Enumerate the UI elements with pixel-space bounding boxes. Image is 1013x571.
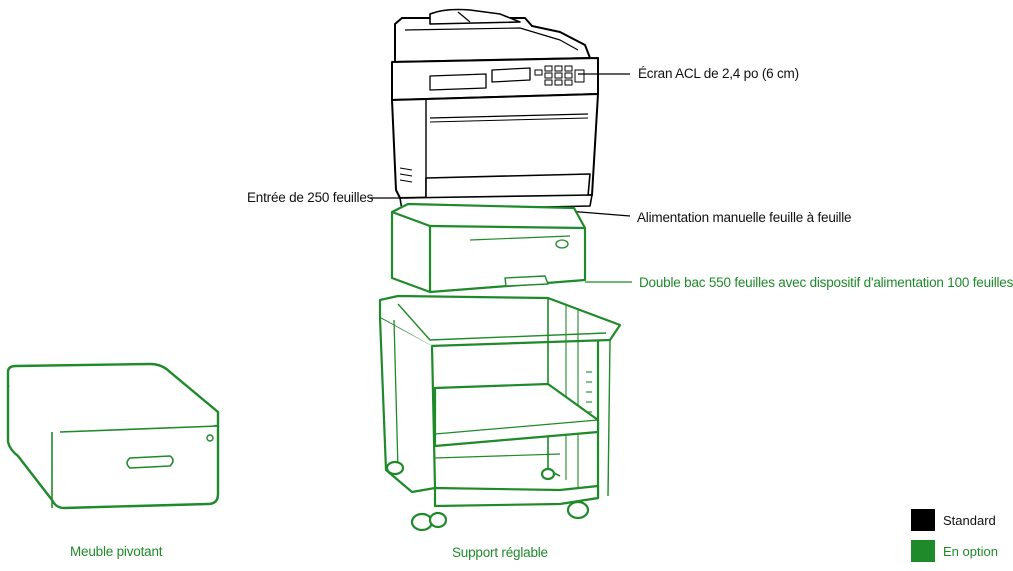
legend-item-standard: Standard [911,509,996,531]
printer [391,8,599,215]
dual-tray-550 [390,202,587,294]
adjustable-stand [378,294,622,532]
label-dual-tray: Double bac 550 feuilles avec dispositif … [639,275,1013,290]
legend-swatch-optional [911,540,935,562]
legend-label-standard: Standard [943,512,996,528]
caption-adjustable-stand: Support réglable [452,545,548,560]
label-lcd-screen: Écran ACL de 2,4 po (6 cm) [638,66,799,81]
legend-swatch-standard [911,509,935,531]
swivel-cabinet [6,362,220,510]
legend-label-optional: En option [943,543,998,559]
legend-item-optional: En option [911,540,998,562]
caption-swivel-cabinet: Meuble pivotant [70,544,163,559]
label-manual-feeder: Alimentation manuelle feuille à feuille [637,210,852,225]
label-250-sheet-input: Entrée de 250 feuilles [247,190,374,205]
